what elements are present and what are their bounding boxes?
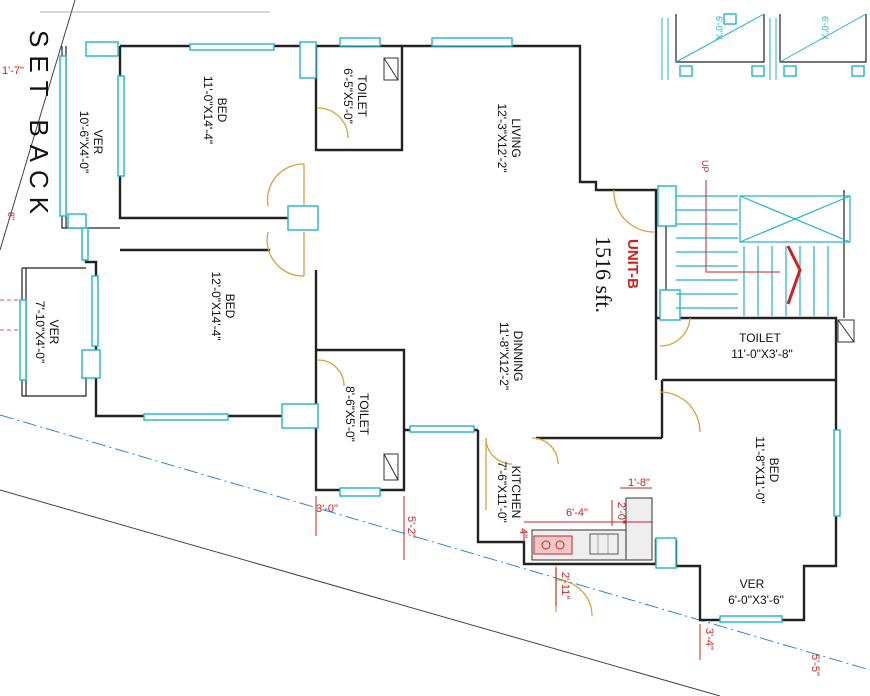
dim-6-4: 6'-4" (566, 507, 588, 519)
walls (21, 44, 845, 622)
room-kitchen-size: 7'-6"X11'-0" (495, 461, 509, 523)
stair-up-label: UP (700, 160, 710, 173)
room-bed3-name: BED (767, 458, 781, 483)
dimension-labels: 3'-0" 5'-2" 1'-8" 6'-4" 2'-0" 4" 2'-11" … (316, 477, 821, 676)
dim-2-0: 2'-0" (615, 502, 627, 524)
dimension-marks (315, 496, 701, 660)
room-ver2-name: VER (47, 320, 61, 345)
room-toilet1-name: TOILET (355, 75, 369, 117)
windows (19, 13, 865, 623)
fixtures (383, 57, 855, 481)
room-labels: BED 11'-0"X14'-4" BED 12'-0"X14'-4" BED … (33, 68, 793, 607)
room-ver1-name: VER (91, 130, 105, 155)
doors (266, 107, 701, 617)
unit-letter: B (624, 278, 641, 289)
room-ver3-size: 6'-0"X3'-6" (728, 593, 784, 607)
room-toilet1-size: 6'-5"X5'-0" (341, 68, 355, 124)
dim-3-0: 3'-0" (316, 503, 338, 515)
dim-setback-8: 8" (6, 212, 16, 220)
unit-area: 1516 sft. (591, 236, 616, 313)
dim-2-11: 2'-11" (559, 572, 571, 599)
room-bed2-name: BED (223, 294, 237, 319)
room-ver1-size: 10'-6"X4'-0" (77, 111, 91, 173)
dim-top-cabin-b: 6'-0"X (820, 16, 830, 40)
room-toilet3-size: 11'-0"X3'-8" (731, 347, 793, 361)
dim-4: 4" (517, 528, 529, 538)
unit-label: UNIT-B (624, 239, 641, 289)
room-ver3-name: VER (740, 577, 765, 591)
top-right-cabins: 6'-0"X 6'-0"X (675, 13, 867, 63)
room-dinning-name: DINNING (511, 331, 525, 382)
kitchen-platform (524, 487, 653, 561)
room-bed1-size: 11'-0"X14'-4" (201, 76, 215, 144)
room-dinning-size: 11'-8"X12'-2" (497, 322, 511, 390)
room-bed1-name: BED (215, 98, 229, 123)
room-toilet3-name: TOILET (739, 331, 781, 345)
room-living-size: 12'-3"X12'-2" (495, 103, 509, 172)
dim-top-left: 1'-7" (2, 65, 24, 77)
dim-5-2: 5'-2" (405, 516, 417, 538)
dim-5-5: 5'-5" (809, 654, 821, 676)
room-bed2-size: 12'-0"X14'-4" (209, 271, 223, 340)
dim-top-cabin-a: 6'-0"X (714, 16, 724, 40)
room-living-name: LIVING (509, 118, 523, 157)
dim-3-4: 3'-4" (703, 628, 715, 650)
room-toilet2-name: TOILET (357, 393, 371, 435)
unit-prefix: UNIT- (624, 239, 641, 278)
dim-1-8: 1'-8" (628, 477, 650, 489)
room-kitchen-name: KITCHEN (509, 466, 523, 519)
room-ver2-size: 7'-10"X4'-0" (33, 301, 47, 363)
room-toilet2-size: 8'-6"X5'-0" (343, 386, 357, 442)
staircase: UP (676, 160, 851, 316)
svg-text:UNIT-B: UNIT-B (624, 239, 641, 289)
room-bed3-size: 11'-8"X11'-0" (753, 436, 767, 503)
setback-label: SET BACK (24, 30, 54, 222)
